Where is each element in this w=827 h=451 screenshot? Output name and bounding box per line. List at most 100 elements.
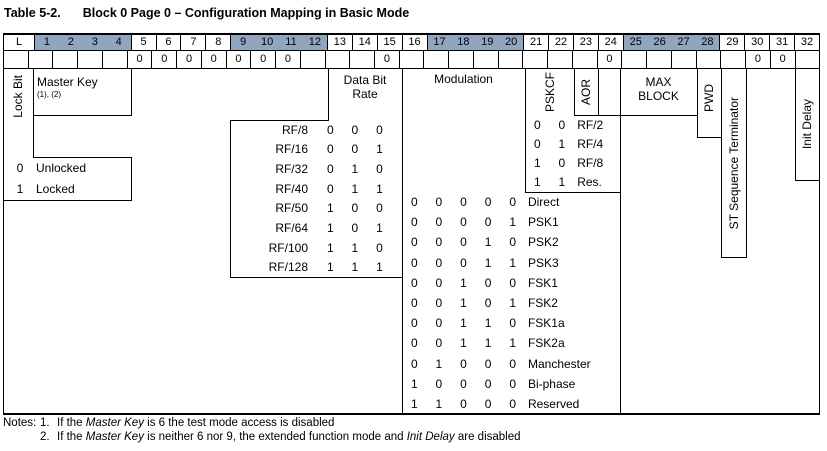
grid-line — [230, 120, 329, 121]
max-block-label: MAX BLOCK — [638, 75, 679, 103]
grid-line — [131, 157, 132, 200]
header-bit-number: 27 — [677, 36, 690, 48]
bit-value: 1 — [533, 175, 541, 190]
grid-line — [574, 115, 698, 116]
grid-line — [131, 69, 132, 115]
grid-line — [574, 69, 575, 115]
bit-value: 1 — [351, 162, 359, 177]
rate-label: RF/8 — [281, 122, 308, 137]
header-bit-number: 15 — [376, 35, 402, 50]
grid-line — [721, 69, 722, 257]
bit-value: 1 — [376, 142, 383, 157]
note-number: 2. — [40, 431, 50, 443]
bit-value: 0 — [410, 296, 418, 311]
header-bit-number: 9 — [240, 36, 247, 48]
bit-value: 0 — [351, 122, 359, 137]
bit-value: 1 — [435, 396, 443, 411]
bit-value: 0 — [484, 275, 492, 290]
preset-bit-cell: 0 — [745, 51, 770, 68]
rate-label: RF/128 — [268, 260, 308, 275]
lock-bit-label: Lock Bit — [11, 74, 25, 118]
bit-value: 1 — [376, 220, 383, 235]
bit-value: 1 — [435, 356, 443, 371]
preset-bit-cell — [299, 51, 325, 68]
preset-bit-cell: 0 — [275, 51, 300, 68]
bit-value: 1 — [460, 296, 467, 311]
bit-value: 1 — [326, 260, 334, 275]
modulation-name: FSK1a — [527, 316, 565, 331]
lock-legend-bit: 1 — [16, 182, 24, 197]
preset-bit-cell — [324, 51, 350, 68]
bit-value: 1 — [484, 336, 492, 351]
preset-bit-cell — [4, 51, 28, 68]
notes-heading: Notes: — [3, 417, 37, 429]
bit-value: 0 — [509, 195, 517, 210]
bit-value: 0 — [509, 396, 517, 411]
header-bit-number: 11 — [285, 36, 297, 48]
grid-line — [721, 257, 747, 258]
grid-line — [33, 69, 34, 157]
header-bit-number: 25 — [629, 36, 642, 48]
header-bit-number: 18 — [457, 36, 470, 48]
bit-value: 0 — [509, 235, 517, 250]
init-delay-label: Init Delay — [800, 98, 814, 150]
modulation-name: FSK2 — [527, 296, 558, 311]
grid-line — [746, 69, 747, 257]
bit-value: 0 — [484, 215, 492, 230]
preset-bit-cell — [52, 51, 77, 68]
preset-bit-cell — [522, 51, 547, 68]
bit-value: 1 — [484, 235, 492, 250]
bit-value: 0 — [435, 215, 443, 230]
preset-bit-cell: 0 — [596, 51, 622, 68]
aor-label: AOR — [579, 78, 593, 105]
bit-value: 0 — [376, 201, 383, 216]
bit-value: 1 — [460, 316, 467, 331]
modulation-name: PSK3 — [527, 255, 559, 270]
bit-value: 0 — [484, 376, 492, 391]
bit-value: 0 — [484, 195, 492, 210]
modulation-name: FSK1 — [527, 275, 558, 290]
header-bit-number: 23 — [572, 35, 598, 50]
modulation-name: Bi-phase — [527, 376, 576, 391]
modulation-section-label: Modulation — [434, 72, 493, 86]
notes-list: 1.If the Master Key is 6 the test mode a… — [40, 416, 521, 444]
header-bit-number: 28 — [701, 36, 714, 48]
notes: Notes: 1.If the Master Key is 6 the test… — [3, 416, 521, 444]
preset-bit-cell — [547, 51, 572, 68]
bit-value: 0 — [410, 356, 418, 371]
bit-value: 0 — [435, 316, 443, 331]
bit-value: 1 — [410, 396, 418, 411]
header-bit-number: 29 — [719, 35, 744, 50]
header-bit-number: 26 — [653, 36, 666, 48]
preset-bit-cell: 0 — [126, 51, 152, 68]
preset-bit-cell — [448, 51, 473, 68]
bit-value: 1 — [484, 316, 492, 331]
bit-value: 1 — [509, 336, 517, 351]
header-bit-number: 8 — [205, 35, 230, 50]
header-bit-number: 13 — [326, 35, 352, 50]
bit-value: 0 — [484, 296, 492, 311]
header-bit-number: 6 — [155, 35, 181, 50]
preset-bit-cell — [398, 51, 424, 68]
rate-label: RF/50 — [275, 201, 308, 216]
bit-value: 0 — [351, 201, 359, 216]
lock-legend-bit: 0 — [16, 160, 24, 175]
grid-line — [33, 115, 132, 116]
preset-bit-cell — [695, 51, 721, 68]
bit-value: 0 — [533, 136, 541, 151]
bit-value: 0 — [558, 156, 566, 171]
header-bit-number: 31 — [769, 35, 794, 50]
preset-bit-cell: 0 — [250, 51, 275, 68]
preset-bit-cell: 0 — [225, 51, 251, 68]
bit-value: 0 — [509, 275, 517, 290]
